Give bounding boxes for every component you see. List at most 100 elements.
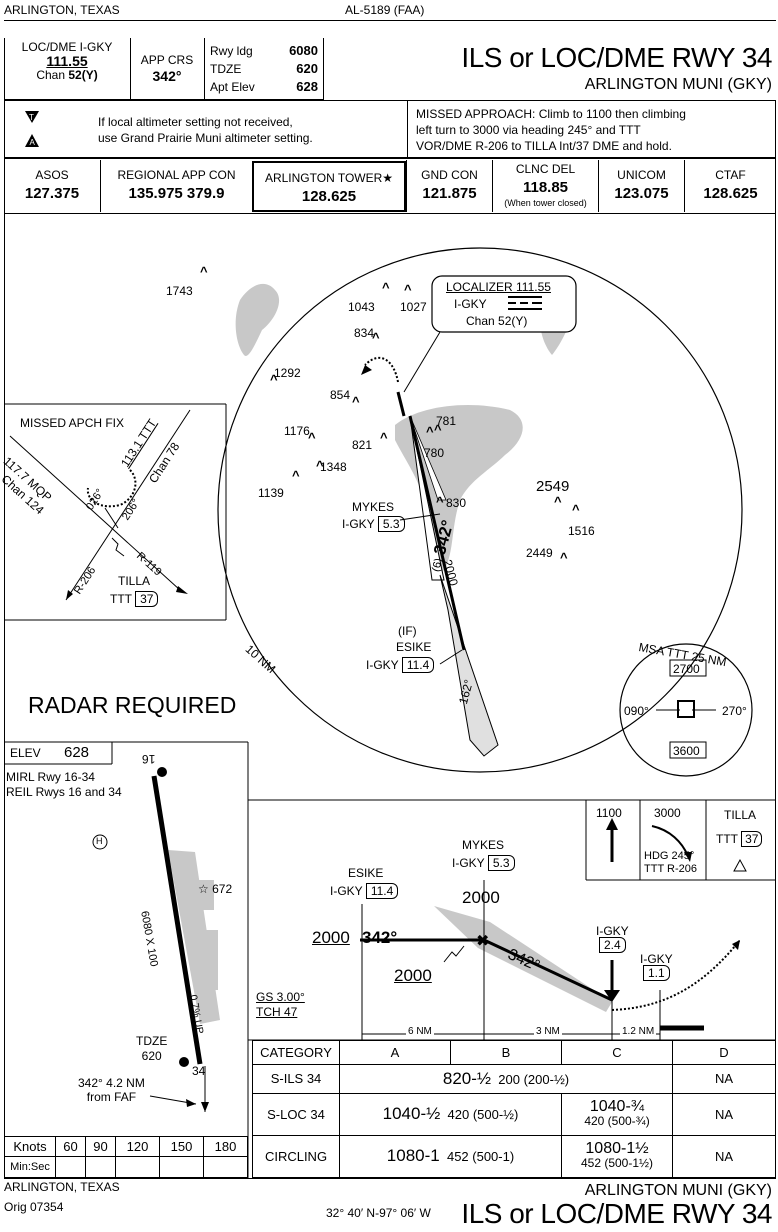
app-crs-value: 342° — [152, 68, 182, 84]
comm-name: CTAF — [715, 168, 746, 182]
chan-value: 52(Y) — [68, 68, 98, 82]
profile-alt-top: 2000 — [462, 888, 500, 907]
time-cell — [55, 1156, 86, 1178]
minimums-ab: 1080-1 452 (500-1) — [339, 1134, 562, 1179]
airport-tdze: TDZE 620 — [136, 1034, 167, 1064]
profile-alt-bottom: 2000 — [394, 966, 432, 985]
mykes-dme: 5.3 — [377, 516, 405, 532]
obstacle-elevation: 781 — [436, 414, 457, 428]
tilla-ttt: TTT — [110, 592, 132, 606]
loc-chan-row: Chan 52(Y) — [4, 68, 130, 82]
airport-tdze-value: 620 — [141, 1049, 162, 1063]
profile-mykes-fix: I-GKY 5.3 — [452, 855, 515, 871]
chart-title: ILS or LOC/DME RWY 34 — [461, 42, 772, 73]
minimums-sub: 420 (500-¾) — [584, 1114, 650, 1129]
airport-tdze-label: TDZE — [136, 1034, 168, 1048]
elev-value: 628 — [64, 744, 90, 761]
obstacle-elevation: 1516 — [568, 524, 595, 538]
comm-freq: 121.875 — [422, 185, 477, 202]
category-c: C — [561, 1040, 673, 1065]
nonstandard-minimums-icon: T A — [25, 111, 39, 147]
comm-name: REGIONAL APP CON — [117, 168, 236, 182]
minimums-sub: 452 (500-1) — [446, 1149, 515, 1165]
time-cell — [202, 1156, 249, 1178]
comm-freq: 128.625 — [301, 188, 357, 205]
profile-mykes: MYKES — [462, 838, 505, 852]
profile-igky-11-dme: 1.1 — [642, 965, 670, 981]
obstacle-icon: ^ — [200, 264, 208, 279]
timing-table: Knots 60 90 120 150 180 Min:Sec — [4, 1136, 249, 1178]
msa-right: 270° — [722, 704, 747, 718]
mykes-fix: I-GKY 5.3 — [342, 516, 405, 532]
if-label: (IF) — [398, 624, 417, 638]
hold-fix: TILLA — [724, 808, 757, 822]
time-cell — [114, 1156, 160, 1178]
obstacle-elevation: 2549 — [536, 478, 570, 495]
briefing-box — [4, 38, 324, 100]
minimums-d: NA — [672, 1134, 776, 1179]
rwy-info-values: 6080 620 628 — [270, 42, 318, 96]
obstacle-elevation: 1139 — [258, 486, 284, 500]
obstacle-icon: ^ — [404, 282, 412, 297]
msa-left: 090° — [624, 704, 649, 718]
airport-name: ARLINGTON MUNI (GKY) — [584, 76, 772, 93]
mykes-ident: I-GKY — [342, 517, 375, 531]
footer-location: ARLINGTON, TEXAS — [4, 1180, 120, 1194]
header-rule — [4, 20, 776, 21]
tilla-dme: 37 — [135, 591, 159, 607]
svg-text:T: T — [29, 113, 34, 122]
lighting: MIRL Rwy 16-34 REIL Rwys 16 and 34 — [6, 770, 122, 800]
tilla-label: TILLA — [118, 574, 151, 588]
profile-igky-11-ident: I-GKY — [640, 952, 673, 966]
time-cell — [158, 1156, 204, 1178]
app-crs: APP CRS 342° — [130, 52, 204, 84]
rwy16-label: 16 — [142, 752, 156, 766]
minimums-value: 1040-½ — [382, 1104, 441, 1124]
comm-sub: (When tower closed) — [504, 198, 587, 208]
obstacle-elevation: 821 — [352, 438, 373, 452]
obstacle-icon: ^ — [572, 502, 580, 517]
profile-igky-24-dme: 2.4 — [598, 937, 626, 953]
obstacle-elevation: 854 — [330, 388, 351, 402]
comm-cell: ARLINGTON TOWER★128.625 — [252, 161, 406, 212]
profile-mykes-dme: 5.3 — [487, 855, 515, 871]
knots-label: Knots — [4, 1136, 56, 1157]
missed-approach-line: VOR/DME R-206 to TILLA Int/37 DME and ho… — [416, 139, 672, 153]
rwy-ldg-label: Rwy ldg — [210, 44, 253, 58]
speed-cell: 180 — [202, 1136, 249, 1157]
apt-elev-value: 628 — [296, 79, 318, 94]
speed-cell: 120 — [114, 1136, 160, 1157]
obstacle-elevation: 1176 — [284, 424, 310, 438]
profile-igky-11: I-GKY 1.1 — [640, 952, 673, 981]
footer-rule — [4, 1178, 776, 1179]
obstacle-icon: ^ — [372, 330, 380, 345]
lighting-line: REIL Rwys 16 and 34 — [6, 785, 122, 799]
obstacle-icon: ^ — [270, 372, 278, 387]
missed-approach-line: MISSED APPROACH: Climb to 1100 then clim… — [416, 107, 686, 121]
profile-esike-dme: 11.4 — [365, 883, 399, 899]
obstacle-icon: ^ — [352, 394, 360, 409]
minimums-sub: 452 (500-1½) — [580, 1156, 654, 1171]
rwy34-label: 34 — [192, 1064, 206, 1078]
minimums-value: 1040-¾ — [589, 1098, 645, 1116]
profile-igky-24-ident: I-GKY — [596, 924, 629, 938]
localizer-title: LOCALIZER 111.55 — [446, 280, 551, 294]
obstacle-icon: ^ — [316, 458, 324, 473]
hold-ttt: TTT — [716, 832, 738, 846]
esike-label: ESIKE — [396, 640, 432, 654]
obstacle-icon: ^ — [434, 422, 442, 437]
speed-cell: 150 — [158, 1136, 204, 1157]
svg-text:✖: ✖ — [476, 933, 489, 950]
time-cell — [84, 1156, 116, 1178]
distance-3nm: 3 NM — [534, 1026, 562, 1037]
localizer-ident: I-GKY — [454, 297, 487, 311]
divider — [130, 38, 131, 100]
minimums-row-name: S-ILS 34 — [252, 1064, 340, 1094]
hold-dme: 37 — [741, 831, 763, 847]
loc-box: LOC/DME I-GKY 111.55 Chan 52(Y) — [4, 40, 130, 82]
